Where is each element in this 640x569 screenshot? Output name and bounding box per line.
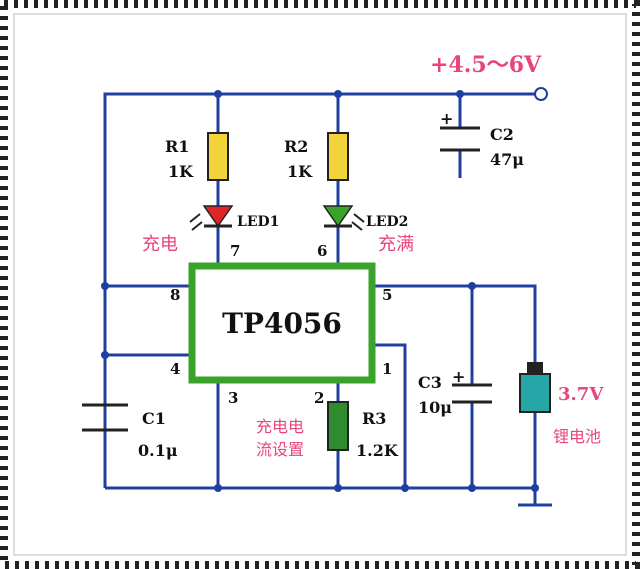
junctions [101,90,539,492]
pin-1: 1 [382,360,392,378]
c3-value: 10μ [418,398,452,417]
pin-8: 8 [170,286,180,304]
pin-5: 5 [382,286,392,304]
current-set-label-line1: 充电电 [256,417,304,436]
battery-cap [527,362,543,374]
r3-value: 1.2K [356,441,399,460]
pin-3: 3 [228,389,238,407]
pin-4: 4 [170,360,180,378]
resistor-r2 [327,132,349,181]
ic-tp4056 [188,262,376,384]
full-label: 充满 [378,234,414,255]
battery-label: 锂电池 [553,427,601,446]
inner-border [13,13,627,556]
ic-label: TP4056 [222,307,342,340]
charging-label: 充电 [142,234,178,255]
c2-value: 47μ [490,150,524,169]
pin-6: 6 [317,242,327,260]
battery-body [519,373,551,413]
battery-voltage: 3.7V [558,384,604,405]
resistor-r3 [327,401,349,451]
supply-terminal [534,87,548,101]
pin-2: 2 [314,389,324,407]
capacitor-c2 [440,126,480,152]
c3-plus: + [452,367,465,386]
led2-symbol [322,205,365,231]
r1-name: R1 [165,137,189,156]
c2-name: C2 [490,125,514,144]
supply-voltage-label: +4.5～6V [430,52,542,78]
r1-value: 1K [168,162,194,181]
led1-symbol [189,205,234,231]
resistor-r1 [207,132,229,181]
led2-name: LED2 [366,214,408,230]
c2-plus: + [440,109,453,128]
capacitor-c3 [452,383,492,404]
r2-value: 1K [287,162,313,181]
r2-name: R2 [284,137,308,156]
capacitor-c1 [82,403,128,432]
current-set-label-line2: 流设置 [256,440,304,459]
c1-value: 0.1μ [138,441,178,460]
pin-7: 7 [230,242,240,260]
c3-name: C3 [418,373,442,392]
r3-name: R3 [362,409,386,428]
wires [103,92,537,505]
led1-name: LED1 [237,214,279,230]
c1-name: C1 [142,409,166,428]
